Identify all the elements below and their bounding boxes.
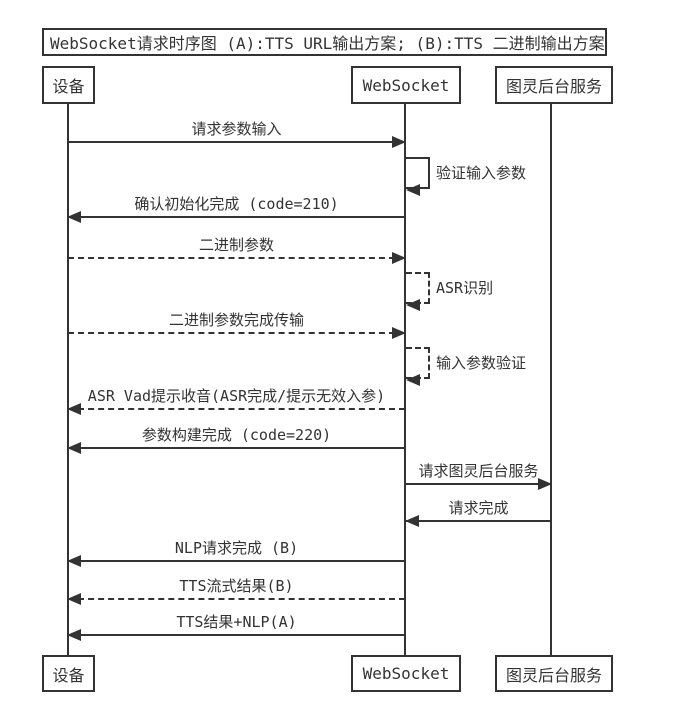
sequence-message-param-build-done: 参数构建完成 (code=220) <box>67 426 405 454</box>
lifeline-websocket <box>404 104 406 655</box>
participant-websocket-bottom: WebSocket <box>351 655 461 692</box>
arrowhead-right-icon <box>538 478 552 490</box>
diagram-title: WebSocket请求时序图 (A):TTS URL输出方案; (B):TTS … <box>42 28 607 56</box>
arrowhead-left-icon <box>67 629 81 641</box>
arrowhead-left-icon <box>406 184 420 196</box>
message-label: NLP请求完成 (B) <box>174 539 299 557</box>
message-label: 请求图灵后台服务 <box>418 462 539 480</box>
arrowhead-left-icon <box>67 593 81 605</box>
message-label: 二进制参数完成传输 <box>168 311 304 329</box>
arrowhead-right-icon <box>392 327 406 339</box>
message-label: TTS结果+NLP(A) <box>176 613 297 631</box>
message-line <box>67 593 405 605</box>
message-label: ASR识别 <box>436 279 494 297</box>
sequence-message-tts-stream: TTS流式结果(B) <box>67 577 405 605</box>
lifeline-device <box>67 104 69 655</box>
message-line <box>67 403 405 415</box>
sequence-message-tts-nlp: TTS结果+NLP(A) <box>67 613 405 641</box>
sequence-message-binary-params: 二进制参数 <box>68 236 406 264</box>
message-label: 验证输入参数 <box>436 164 527 182</box>
self-message-asr-recognition: ASR识别 <box>406 272 493 311</box>
message-label: 二进制参数 <box>198 236 274 254</box>
participant-device-top: 设备 <box>42 66 95 104</box>
message-label: ASR Vad提示收音(ASR完成/提示无效入参) <box>87 387 386 405</box>
arrowhead-left-icon <box>67 403 81 415</box>
arrowhead-left-icon <box>67 442 81 454</box>
arrowhead-left-icon <box>405 515 419 527</box>
message-line <box>67 442 405 454</box>
sequence-message-init-done: 确认初始化完成 (code=210) <box>67 195 405 223</box>
sequence-message-asr-vad: ASR Vad提示收音(ASR完成/提示无效入参) <box>67 387 405 415</box>
arrowhead-right-icon <box>392 136 406 148</box>
message-line <box>68 327 406 339</box>
message-line <box>406 478 552 490</box>
arrowhead-left-icon <box>406 374 420 386</box>
message-line <box>68 252 406 264</box>
self-message-input-param-validate: 输入参数验证 <box>406 347 526 386</box>
self-loop-line <box>406 347 430 386</box>
arrowhead-left-icon <box>67 555 81 567</box>
arrowhead-left-icon <box>406 299 420 311</box>
participant-turing-bottom: 图灵后台服务 <box>495 655 613 692</box>
self-message-validate-input: 验证输入参数 <box>406 157 526 196</box>
self-loop-line <box>406 157 430 196</box>
sequence-message-binary-transfer-done: 二进制参数完成传输 <box>68 311 406 339</box>
participant-turing-top: 图灵后台服务 <box>495 66 613 104</box>
message-label: TTS流式结果(B) <box>179 577 294 595</box>
message-line <box>67 629 405 641</box>
message-label: 输入参数验证 <box>436 354 527 372</box>
message-line <box>67 211 405 223</box>
sequence-message-request-params: 请求参数输入 <box>68 120 406 148</box>
message-label: 确认初始化完成 (code=210) <box>134 195 339 213</box>
message-line <box>405 515 551 527</box>
message-label: 请求参数输入 <box>191 120 282 138</box>
participant-device-bottom: 设备 <box>42 655 95 692</box>
message-label: 参数构建完成 (code=220) <box>141 426 332 444</box>
arrowhead-left-icon <box>67 211 81 223</box>
sequence-message-nlp-done: NLP请求完成 (B) <box>67 539 405 567</box>
message-line <box>68 136 406 148</box>
arrowhead-right-icon <box>392 252 406 264</box>
self-loop-line <box>406 272 430 311</box>
message-label: 请求完成 <box>448 499 509 517</box>
participant-websocket-top: WebSocket <box>351 66 461 104</box>
sequence-message-request-done: 请求完成 <box>405 499 551 527</box>
lifeline-turing <box>550 104 552 655</box>
message-line <box>67 555 405 567</box>
sequence-message-request-turing: 请求图灵后台服务 <box>406 462 552 490</box>
